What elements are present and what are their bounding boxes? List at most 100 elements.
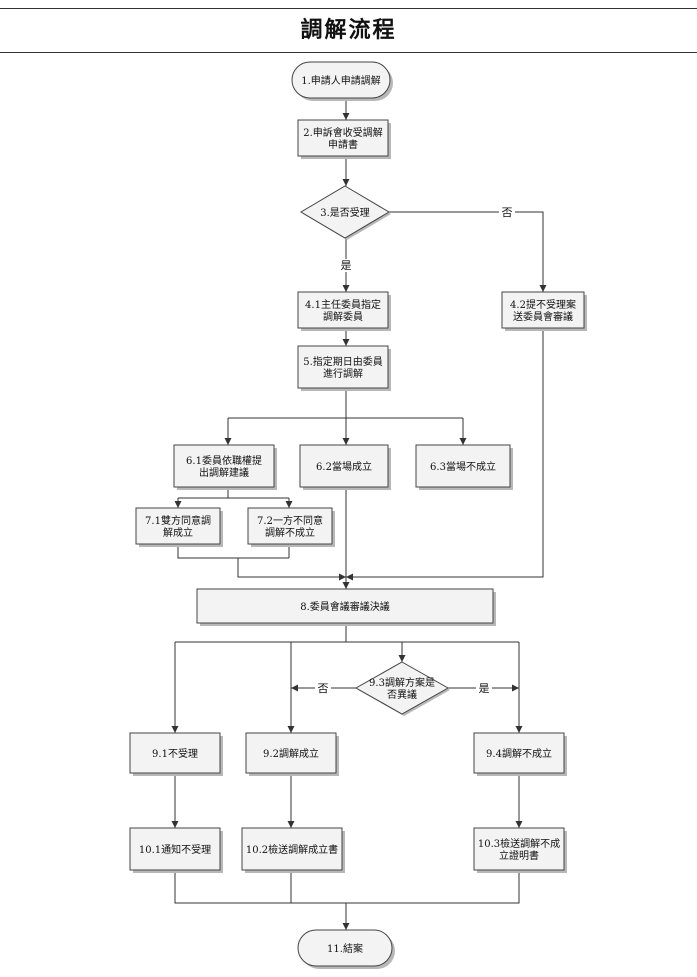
node-n103-label-2: 立證明書 <box>499 849 539 862</box>
edge-42-8 <box>346 328 544 581</box>
node-n71-label-2: 解成立 <box>163 526 193 539</box>
arrow-head-icon <box>515 726 523 733</box>
node-n72-label-1: 7.2一方不同意 <box>257 514 323 527</box>
node-n5-label-1: 5.指定期日由委員 <box>303 355 383 368</box>
node-n91: 9.1不受理 <box>129 732 223 776</box>
arrow-head-icon <box>342 438 350 445</box>
arrow-head-icon <box>171 726 179 733</box>
node-n101: 10.1通知不受理 <box>129 827 223 873</box>
arrow-head-icon <box>512 684 519 692</box>
title-bottom-rule <box>0 52 697 53</box>
node-n42-label-2: 送委員會審議 <box>513 310 573 323</box>
node-n91-label-1: 9.1不受理 <box>152 748 198 760</box>
node-n94: 9.4調解不成立 <box>473 732 567 776</box>
arrow-head-icon <box>539 285 547 292</box>
node-n71-label-1: 7.1雙方同意調 <box>145 514 211 527</box>
node-n11-label-1: 11.結案 <box>327 942 363 955</box>
node-n102-label-1: 10.2檢送調解成立書 <box>246 843 338 856</box>
node-n5-label-2: 進行調解 <box>323 367 363 380</box>
arrow-head-icon <box>342 179 350 186</box>
arrow-head-icon <box>287 821 295 828</box>
arrow-head-icon <box>515 821 523 828</box>
arrow-head-icon <box>174 501 182 508</box>
edge-101-join <box>174 870 520 904</box>
edge-to-72 <box>285 498 293 508</box>
node-n3-label-1: 3.是否受理 <box>320 207 370 219</box>
node-n92: 9.2調解成立 <box>245 732 339 776</box>
edge-3-42 <box>389 211 547 292</box>
node-n63-label-1: 6.3當場不成立 <box>430 460 496 473</box>
arrow-head-icon <box>346 573 353 581</box>
arrow-head-icon <box>342 285 350 292</box>
connectors: 否是否是 <box>171 98 547 930</box>
node-n101-label-1: 10.1通知不受理 <box>139 843 211 856</box>
arrow-head-icon <box>398 655 406 662</box>
edge-2-3 <box>342 156 350 186</box>
node-n61-label-2: 出調解建議 <box>199 466 249 479</box>
node-n63: 6.3當場不成立 <box>415 444 513 490</box>
node-n41-label-2: 調解委員 <box>323 310 363 323</box>
page-title: 調解流程 <box>300 17 397 43</box>
node-n94-label-1: 9.4調解不成立 <box>486 747 552 760</box>
edge-92-102 <box>287 773 295 828</box>
edge-to-61 <box>224 418 232 445</box>
node-n103-label-1: 10.3檢送調解不成 <box>478 837 560 850</box>
node-n2-label-1: 2.申訴會收受調解 <box>303 126 383 139</box>
node-n2-label-2: 申請書 <box>328 138 358 151</box>
arrow-head-icon <box>224 438 232 445</box>
node-n1-label-1: 1.申請人申請調解 <box>301 74 381 87</box>
edge-label-accept-yes: 是 <box>341 259 352 272</box>
node-n8-label-1: 8.委員會議審議決議 <box>300 600 390 613</box>
node-n61-label-1: 6.1委員依職權提 <box>186 454 262 467</box>
arrow-head-icon <box>342 339 350 346</box>
edge-to-91 <box>171 642 179 733</box>
node-n92-label-1: 9.2調解成立 <box>263 747 319 760</box>
edge-label-objection-no: 否 <box>318 682 329 695</box>
edge-label-accept-no: 否 <box>502 206 513 219</box>
edge-join-11 <box>342 903 350 930</box>
node-n1: 1.申請人申請調解 <box>291 61 393 101</box>
node-n42-label-1: 4.2提不受理案 <box>510 298 576 311</box>
edge-join-8 <box>237 558 346 581</box>
edge-to-93 <box>398 642 406 662</box>
node-n11: 11.結案 <box>297 929 395 969</box>
arrow-head-icon <box>287 726 295 733</box>
node-n62-label-1: 6.2當場成立 <box>316 460 372 473</box>
edge-to-71 <box>174 498 182 508</box>
arrow-head-icon <box>171 821 179 828</box>
node-n72-label-2: 調解不成立 <box>265 526 315 539</box>
arrow-head-icon <box>459 438 467 445</box>
node-n102: 10.2檢送調解成立書 <box>241 827 345 873</box>
node-n93-label-1: 9.3調解方案是 <box>369 676 435 689</box>
edge-1-2 <box>342 98 350 120</box>
edge-to-62 <box>342 418 350 445</box>
edge-label-objection-yes: 是 <box>479 682 490 695</box>
arrow-head-icon <box>342 582 350 589</box>
arrow-head-icon <box>342 113 350 120</box>
arrow-head-icon <box>291 684 298 692</box>
edge-62-8 <box>342 487 350 589</box>
edge-91-101 <box>171 773 179 828</box>
node-n41-label-1: 4.1主任委員指定 <box>305 298 381 311</box>
node-n93-label-2: 否異議 <box>387 688 417 701</box>
edge-to-63 <box>459 418 467 445</box>
arrow-head-icon <box>285 501 293 508</box>
arrow-head-icon <box>342 923 350 930</box>
node-n8: 8.委員會議審議決議 <box>196 588 496 626</box>
edge-94-103 <box>515 773 523 828</box>
edge-71-join <box>177 544 289 559</box>
node-n3: 3.是否受理 <box>300 185 391 240</box>
node-n62: 6.2當場成立 <box>299 444 391 490</box>
arrow-head-icon <box>339 573 346 581</box>
